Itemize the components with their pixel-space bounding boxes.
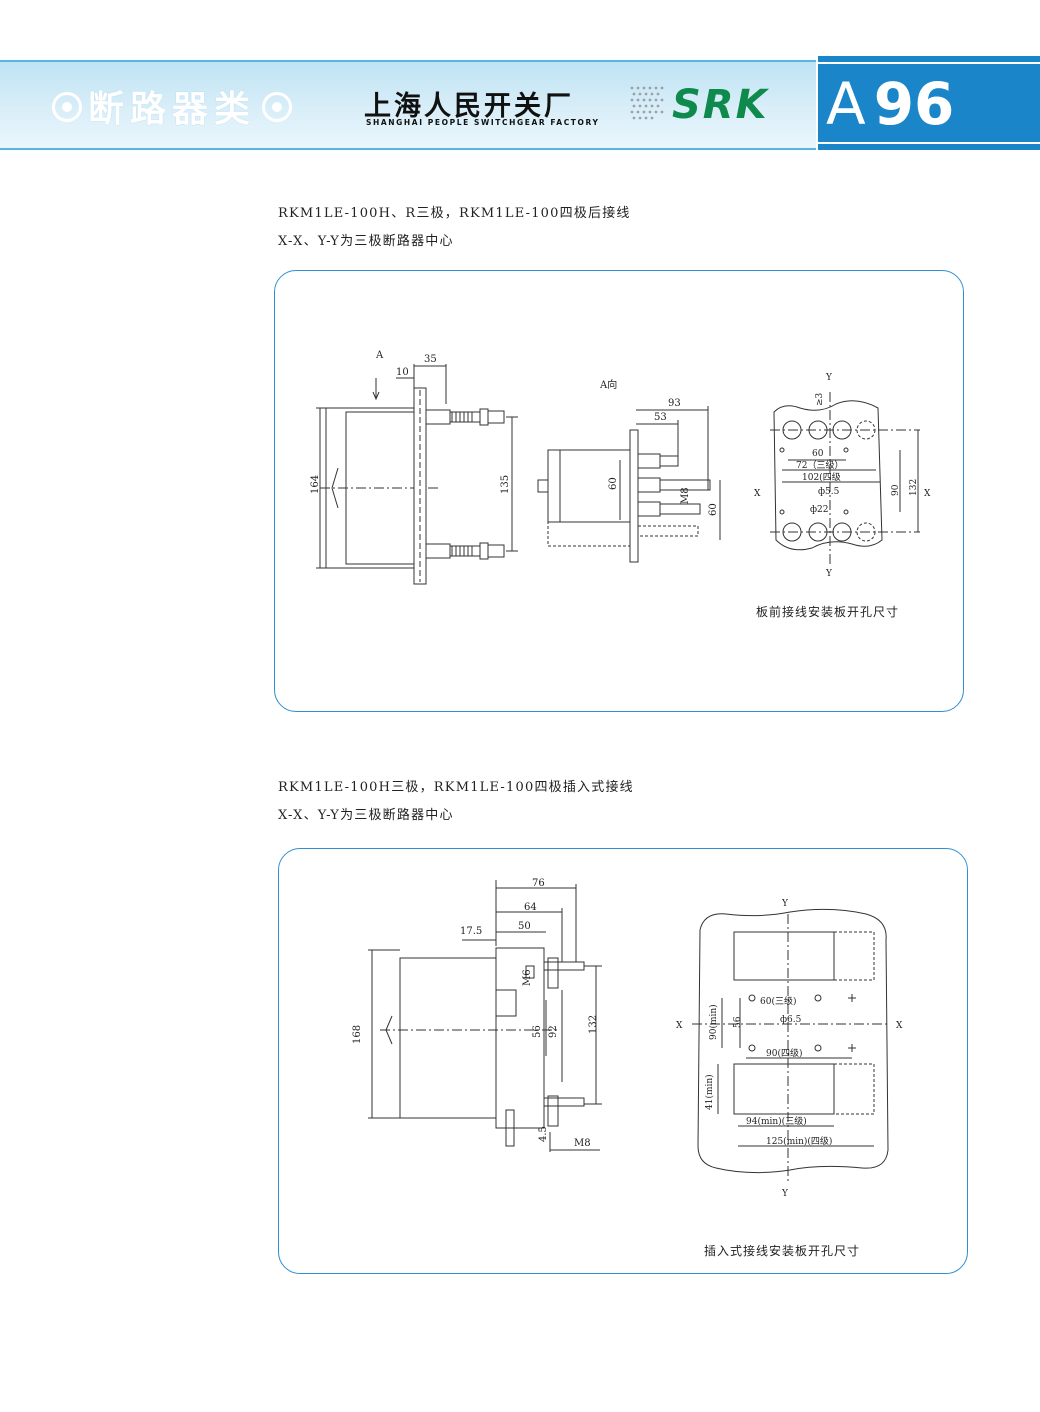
dim-m8: M8 [680,487,691,504]
panel2-caption: 插入式接线安装板开孔尺寸 [704,1244,861,1258]
dim-60: 60 [608,477,619,490]
dim-93: 93 [668,398,681,409]
dim-135: 135 [500,475,511,494]
panel1-y-top: Y [825,373,833,383]
panel2-x-left: X [676,1021,683,1031]
panel2-y-top: Y [781,899,789,909]
dim-35: 35 [424,354,437,365]
dim-4-5: 4.5 [538,1126,549,1142]
panel1-dim-72: 72（三级） [796,459,843,471]
panel2-dim-90: 90(四级) [766,1047,802,1059]
logo-dot-pattern-icon [630,86,664,120]
panel1-dim-phi22: ф22 [810,505,829,515]
panel1-x-left: X [754,489,761,499]
panel1-caption: 板前接线安装板开孔尺寸 [756,605,900,619]
category-title: 断路器类 [46,80,298,132]
section2-caption-wiring: RKM1LE-100H三极，RKM1LE-100四极插入式接线 [278,780,634,795]
dim-53: 53 [654,412,667,423]
section2-caption-center: X-X、Y-Y为三极断路器中心 [278,808,454,823]
dim-50: 50 [518,921,531,932]
panel1-dim-phi55: ф5.5 [818,487,840,497]
circle-dot-icon [262,92,293,122]
dim-m6: M6 [522,969,533,986]
company-name-en: SHANGHAI PEOPLE SWITCHGEAR FACTORY [366,118,600,127]
panel1-dim-132: 132 [909,479,919,496]
srk-logo: SRK [672,82,769,128]
panel2-dim-41: 41(min) [704,1074,715,1110]
dim-3: ≥3 [815,392,825,406]
company-name-cn: 上海人民开关厂 [364,91,574,122]
section1-caption-center: X-X、Y-Y为三极断路器中心 [278,234,454,249]
dim-m8-bottom: M8 [574,1138,591,1149]
cutout-panel-1 [770,392,920,566]
drawing-panel-1 [274,270,964,712]
plugin-breaker-body [399,957,497,1119]
view-a-drawing [537,406,721,563]
panel2-dim-phi65: ф6.5 [780,1015,802,1025]
panel1-dim-90: 90 [891,484,901,496]
panel1-dim-102: 102(四级 [802,471,841,483]
terminal-top [425,408,505,426]
panel1-y-bottom: Y [825,569,833,579]
panel2-dim-90min: 90(min) [708,1004,719,1040]
dim-76: 76 [532,878,545,889]
dim-10: 10 [396,367,409,378]
section1-caption-wiring: RKM1LE-100H、R三极，RKM1LE-100四极后接线 [278,206,631,221]
panel2-dim-94: 94(min)(三级) [746,1115,807,1127]
dim-92: 92 [548,1025,559,1038]
header-band [0,60,816,150]
panel2-dim-60: 60(三级) [760,995,796,1007]
cutout-panel-2 [692,908,890,1184]
panel2-dim-56: 56 [733,1016,743,1028]
dim-164: 164 [310,475,321,494]
label-a: A [375,350,384,361]
category-label: 断路器类 [88,89,257,130]
terminal-bottom [425,542,505,560]
panel2-y-bottom: Y [781,1189,789,1199]
dim-56: 56 [532,1025,543,1038]
panel1-x-right: X [924,489,931,499]
view-a-title: A向 [599,378,617,391]
panel2-dim-125: 125(min)(四级) [766,1135,832,1147]
page-number-value: 96 [873,70,955,138]
panel1-dim-60: 60 [812,449,824,459]
circle-dot-icon [52,92,82,122]
dim-64: 64 [524,902,537,913]
page-number-box [818,56,1040,150]
section-letter: A [826,70,866,138]
dim-168: 168 [352,1025,363,1044]
dim-132: 132 [588,1015,599,1034]
panel2-x-right: X [896,1021,903,1031]
dim-17-5: 17.5 [460,926,482,937]
drawing-panel-2 [278,848,968,1274]
dim-60b: 60 [708,503,719,516]
